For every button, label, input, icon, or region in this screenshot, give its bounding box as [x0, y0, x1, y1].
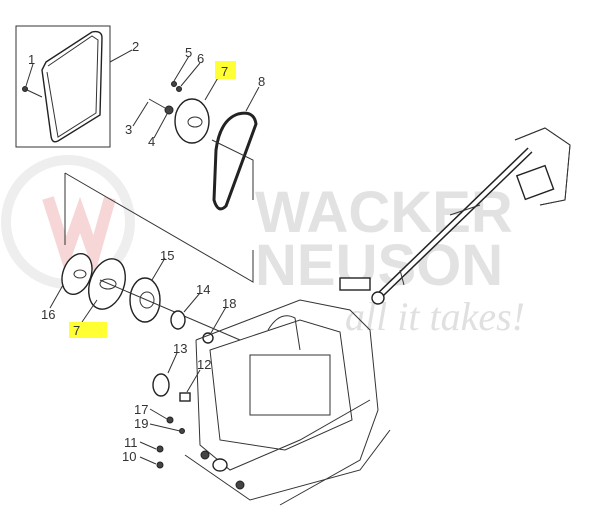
watermark-brand-2: NEUSON	[255, 233, 503, 298]
callout-7-top[interactable]: 7	[221, 64, 228, 79]
callout-7-bottom[interactable]: 7	[73, 323, 80, 338]
compactor-frame	[184, 299, 391, 506]
clutch-15-part[interactable]	[129, 277, 161, 323]
callout-10[interactable]: 10	[122, 449, 136, 464]
callout-6[interactable]: 6	[197, 51, 204, 66]
screw-part[interactable]	[22, 86, 43, 98]
callout-5[interactable]: 5	[185, 45, 192, 60]
callout-3[interactable]: 3	[125, 122, 132, 137]
callout-2[interactable]: 2	[132, 39, 139, 54]
callout-14[interactable]: 14	[196, 282, 210, 297]
callout-17[interactable]: 17	[134, 402, 148, 417]
callout-19[interactable]: 19	[134, 416, 148, 431]
leader-lines	[25, 49, 260, 465]
hub-14-part[interactable]	[170, 310, 186, 330]
callout-12[interactable]: 12	[197, 357, 211, 372]
highlight-callout-7-bottom	[69, 322, 107, 338]
callout-16[interactable]: 16	[41, 307, 55, 322]
handle-assembly	[339, 127, 571, 305]
callout-labels: 1 2 3 4 5 6 7 8 15 14 18 16 7 13 12 17 1…	[28, 39, 265, 464]
callout-15[interactable]: 15	[160, 248, 174, 263]
callout-18[interactable]: 18	[222, 296, 236, 311]
pulley-flange-part[interactable]	[174, 98, 210, 144]
highlight-callout-7-top	[215, 61, 236, 79]
v-belt-part[interactable]	[212, 111, 258, 211]
callout-4[interactable]: 4	[148, 134, 155, 149]
callout-11[interactable]: 11	[124, 435, 138, 450]
callout-1[interactable]: 1	[28, 52, 35, 67]
callout-13[interactable]: 13	[173, 341, 187, 356]
flange-16-part[interactable]	[57, 249, 98, 298]
belt-cover-part[interactable]	[15, 25, 111, 148]
callout-8[interactable]: 8	[258, 74, 265, 89]
watermark-logo: WACKER NEUSON all it takes!	[1, 155, 525, 339]
pulley-13-part[interactable]	[152, 373, 170, 397]
